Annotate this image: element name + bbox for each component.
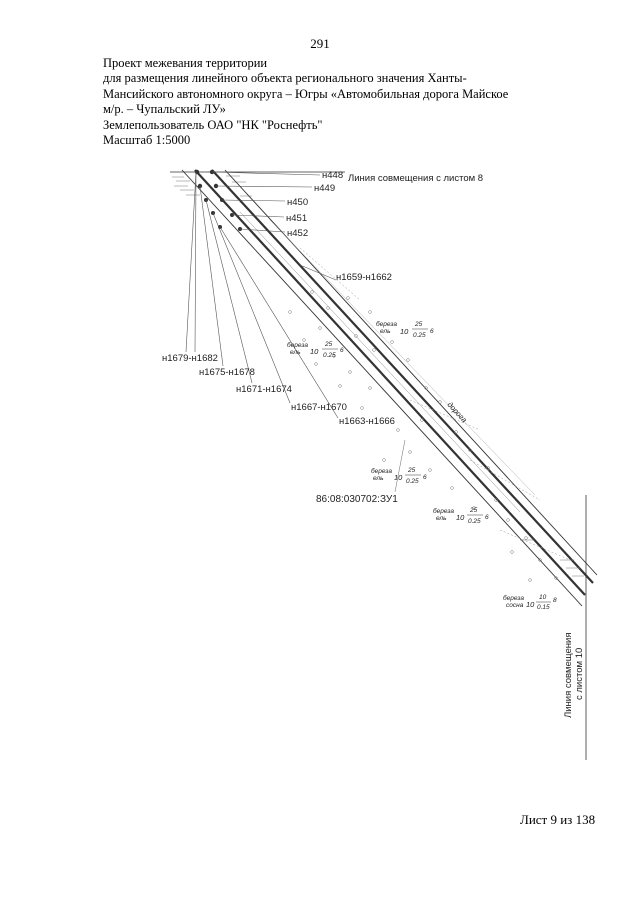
label-n1667: н1667-н1670 — [291, 402, 347, 413]
svg-text:ель: ель — [290, 349, 301, 356]
leader-lines-top — [211, 171, 321, 233]
leader-cadastral — [394, 439, 406, 493]
forest-note-1: береза ель 10 25 0.25 6 — [376, 320, 434, 339]
label-n451: н451 — [286, 213, 307, 224]
forest-note-2: береза ель 10 25 0.25 6 — [287, 341, 344, 359]
svg-text:6: 6 — [340, 347, 344, 354]
svg-text:10: 10 — [456, 513, 465, 522]
sheet-counter: Лист 9 из 138 — [520, 812, 596, 827]
svg-text:10: 10 — [310, 347, 319, 356]
svg-text:береза: береза — [433, 507, 454, 515]
svg-text:береза: береза — [503, 594, 524, 602]
svg-text:0.15: 0.15 — [537, 604, 550, 611]
svg-text:10: 10 — [400, 327, 409, 336]
svg-text:10: 10 — [394, 473, 403, 482]
label-n1671: н1671-н1674 — [236, 384, 292, 395]
svg-text:сосна: сосна — [506, 602, 524, 609]
svg-text:0.25: 0.25 — [323, 352, 336, 359]
bottom-hatch — [520, 539, 584, 577]
top-hatch — [172, 175, 252, 197]
svg-text:8: 8 — [553, 597, 557, 604]
svg-text:береза: береза — [371, 467, 392, 475]
cadastral-number: 86:08:030702:ЗУ1 — [316, 494, 398, 505]
leader-n1659 — [299, 264, 337, 281]
svg-text:0.25: 0.25 — [413, 332, 426, 339]
label-n450: н450 — [287, 197, 308, 208]
forest-note-3: береза ель 10 25 0.25 6 — [371, 467, 427, 485]
label-n1675: н1675-н1678 — [199, 367, 255, 378]
label-n452: н452 — [287, 228, 308, 239]
svg-text:10: 10 — [539, 594, 547, 601]
svg-text:ель: ель — [380, 328, 391, 335]
junction-label-top: Линия совмещения с листом 8 — [348, 173, 483, 184]
svg-text:0.25: 0.25 — [468, 518, 481, 525]
svg-text:ель: ель — [373, 475, 384, 482]
forest-note-4: береза ель 10 25 0.25 6 — [433, 507, 489, 525]
forest-note-5: береза сосна 10 10 0.15 8 — [503, 594, 557, 611]
svg-text:6: 6 — [485, 514, 489, 521]
leader-lines-fan — [185, 171, 339, 419]
svg-text:6: 6 — [423, 474, 427, 481]
svg-text:25: 25 — [324, 341, 333, 348]
forest-symbols — [288, 290, 558, 582]
road-lines — [181, 169, 598, 607]
junction-label-bottom-2: с листом 10 — [574, 648, 585, 700]
header-line-3: Мансийского автономного округа – Югры «А… — [103, 86, 509, 101]
junction-label-bottom-1: Линия совмещения — [563, 633, 574, 718]
svg-text:25: 25 — [407, 467, 416, 474]
header-line-1: Проект межевания территории — [103, 56, 268, 70]
svg-text:ель: ель — [436, 515, 447, 522]
road-label: дорога — [446, 400, 469, 424]
label-n449: н449 — [314, 183, 335, 194]
label-n1659: н1659-н1662 — [336, 272, 392, 283]
header-line-4: м/р. – Чупальский ЛУ» — [103, 102, 226, 117]
svg-text:0.25: 0.25 — [406, 478, 419, 485]
svg-text:25: 25 — [414, 321, 423, 328]
header-line-5: Землепользователь ОАО "НК "Роснефть" — [103, 117, 323, 132]
forest-contours — [299, 247, 571, 561]
svg-text:25: 25 — [469, 507, 478, 514]
header-line-2: для размещения линейного объекта региона… — [103, 71, 467, 86]
label-n1679: н1679-н1682 — [162, 353, 218, 364]
document-header: Проект межевания территории для размещен… — [103, 56, 553, 148]
label-n448: н448 — [322, 170, 343, 181]
svg-text:10: 10 — [526, 600, 535, 609]
page-number: 291 — [310, 36, 330, 51]
svg-text:6: 6 — [430, 328, 434, 335]
svg-text:береза: береза — [376, 320, 397, 328]
label-n1663: н1663-н1666 — [339, 416, 395, 427]
svg-text:береза: береза — [287, 341, 308, 349]
header-line-6: Масштаб 1:5000 — [103, 133, 191, 148]
